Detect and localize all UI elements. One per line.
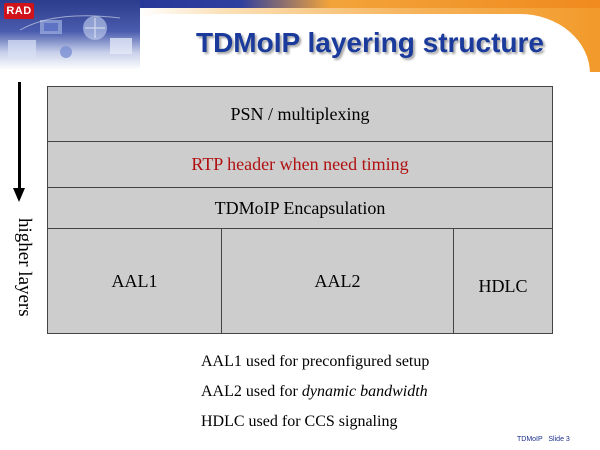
slide-title: TDMoIP layering structure [195,27,544,58]
note-aal1: AAL1 used for preconfigured setup [201,353,430,370]
footer-deck: TDMoIP [517,436,543,443]
header-photo-collage: RAD [0,0,140,70]
layer-aal2-label: AAL2 [314,271,361,291]
layer-psn: PSN / multiplexing [48,87,552,142]
layer-hdlc-label: HDLC [478,275,528,296]
layer-rtp-label: RTP header when need timing [191,154,409,174]
layer-aal2: AAL2 [222,229,454,333]
layer-aal1-label: AAL1 [111,270,158,291]
header-white-curve [120,14,590,84]
slide-header: RAD TDMoIP layering structure [0,0,600,84]
down-arrow-icon [18,82,21,190]
footer-slide-number: Slide 3 [548,436,570,443]
layer-hdlc: HDLC [454,229,552,333]
layer-diagram: PSN / multiplexing RTP header when need … [47,86,553,334]
collage-graphic [8,15,132,58]
layer-psn-label: PSN / multiplexing [230,103,370,124]
note-aal2-emphasis: dynamic bandwidth [301,383,428,400]
slide-footer: TDMoIP Slide 3 [517,436,570,443]
note-aal2: AAL2 used for dynamic bandwidth [201,381,581,411]
rad-logo: RAD [4,3,34,19]
layer-aal1: AAL1 [48,229,222,333]
arrow-head-icon [13,188,25,202]
layer-tdmoip-label: TDMoIP Encapsulation [214,197,386,218]
layer-rtp: RTP header when need timing [48,142,552,188]
layer-tdmoip: TDMoIP Encapsulation [48,188,552,229]
higher-layers-label: higher layers [14,218,35,317]
note-hdlc: HDLC used for CCS signaling [201,413,398,430]
header-strip [0,0,600,10]
notes-list: AAL1 used for preconfigured setup AAL2 u… [201,351,581,441]
note-aal2-text: AAL2 used for [201,383,302,400]
